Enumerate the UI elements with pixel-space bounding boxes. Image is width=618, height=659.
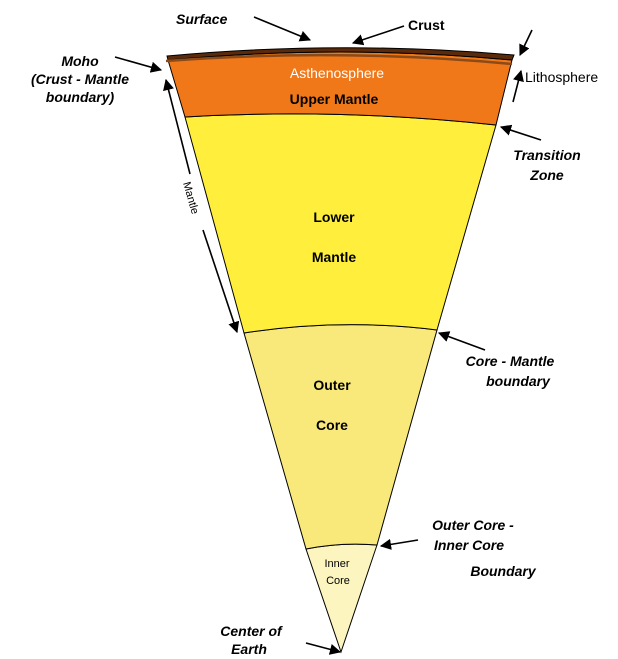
asthenosphere-label: Asthenosphere	[290, 65, 384, 81]
outer-inner-boundary-arrow	[379, 538, 419, 550]
transition-zone-label-2: Zone	[529, 167, 564, 183]
transition-zone-arrow	[499, 124, 542, 141]
core-mantle-boundary-arrow	[437, 331, 486, 351]
moho-label-3: boundary)	[46, 89, 115, 105]
core-mantle-boundary-label-1: Core - Mantle	[466, 353, 555, 369]
moho-arrow	[114, 56, 163, 73]
outer-inner-boundary-label-3: Boundary	[470, 563, 537, 579]
crust-layer	[166, 47, 515, 61]
lower-mantle-label-1: Lower	[313, 209, 355, 225]
upper-mantle-region	[167, 51, 513, 126]
mantle-span-arrow-lower	[202, 229, 240, 334]
inner-core-label-1: Inner	[324, 558, 349, 570]
outer-core-label-2: Core	[316, 417, 348, 433]
surface-label: Surface	[176, 11, 228, 27]
moho-label-1: Moho	[61, 53, 99, 69]
mantle-side-label: Mantle	[180, 181, 201, 216]
crust-label: Crust	[408, 17, 445, 33]
crust-arrow	[351, 25, 405, 46]
core-mantle-boundary-label-2: boundary	[486, 373, 551, 389]
outer-core-label-1: Outer	[313, 377, 351, 393]
upper-mantle-label: Upper Mantle	[290, 91, 379, 107]
outer-inner-boundary-label-2: Inner Core	[434, 537, 504, 553]
lithosphere-arrow-down	[519, 29, 533, 57]
mantle-span-arrow-upper	[163, 78, 191, 175]
surface-arrow	[253, 16, 312, 42]
outer-core-region	[243, 324, 438, 550]
lithosphere-label: Lithosphere	[525, 69, 598, 85]
inner-core-label-2: Core	[326, 575, 350, 587]
outer-inner-boundary-label-1: Outer Core -	[432, 517, 514, 533]
lower-mantle-label-2: Mantle	[312, 249, 357, 265]
center-of-earth-label-1: Center of	[220, 623, 283, 639]
moho-label-2: (Crust - Mantle	[31, 71, 129, 87]
center-of-earth-arrow	[305, 642, 342, 655]
center-of-earth-label-2: Earth	[231, 641, 267, 657]
crust-stripe	[165, 53, 513, 66]
lithosphere-arrow-up	[512, 69, 524, 103]
transition-zone-label-1: Transition	[513, 147, 580, 163]
